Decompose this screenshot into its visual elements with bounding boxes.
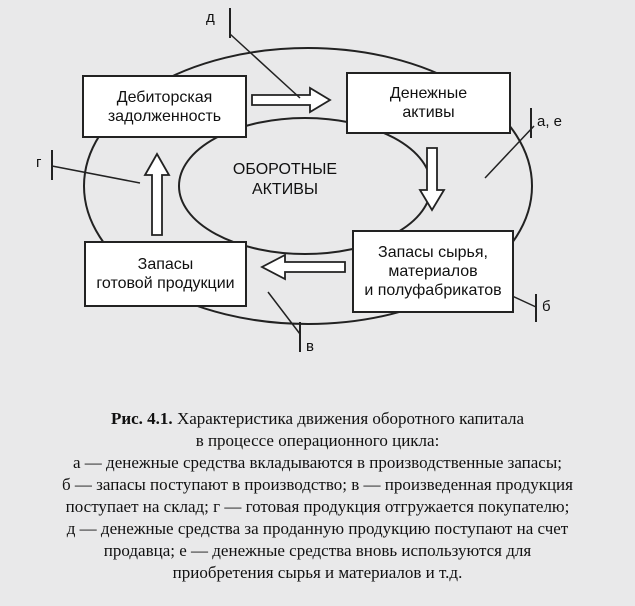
figure-number: Рис. 4.1. — [110, 409, 173, 428]
finished-goods-box: Запасы готовой продукции — [84, 241, 247, 307]
caption-title-1: Характеристика движения оборотного капит… — [176, 409, 525, 428]
caption-line: продавца; е — денежные средства вновь ис… — [103, 541, 532, 560]
figure-caption: Рис. 4.1. Характеристика движения оборот… — [0, 408, 635, 584]
raw-materials-box: Запасы сырья, материалов и полуфабрикато… — [352, 230, 514, 313]
receivables-box: Дебиторская задолженность — [82, 75, 247, 138]
marker-ae: а, е — [537, 113, 563, 130]
operating-cycle-diagram: Дебиторская задолженность Денежные актив… — [36, 8, 563, 355]
caption-line: д — денежные средства за проданную проду… — [66, 519, 569, 538]
marker-v: в — [306, 338, 314, 355]
cash-assets-box: Денежные активы — [346, 72, 511, 134]
marker-v-leader — [267, 291, 301, 335]
caption-line: а — денежные средства вкладываются в про… — [73, 453, 562, 472]
marker-ae-leader — [484, 125, 535, 179]
caption-title-2: в процессе операционного цикла: — [195, 431, 440, 450]
arrow-down — [418, 147, 446, 212]
arrow-right — [251, 86, 332, 114]
marker-b: б — [542, 298, 551, 315]
arrow-up — [143, 152, 171, 236]
outer-ellipse — [83, 47, 533, 325]
marker-g-leader — [51, 165, 141, 184]
current-assets-label: ОБОРОТНЫЕ АКТИВЫ — [232, 161, 338, 198]
caption-line: поступает на склад; г — готовая продукци… — [65, 497, 570, 516]
caption-title-line-1: Рис. 4.1. Характеристика движения оборот… — [0, 408, 635, 430]
caption-line: приобретения сырья и материалов и т.д. — [172, 563, 463, 582]
marker-g: г — [36, 154, 42, 171]
arrow-left — [260, 253, 346, 281]
diagram-lines — [51, 8, 537, 352]
marker-d: д — [206, 9, 215, 26]
marker-d-leader — [229, 33, 301, 99]
caption-line: б — запасы поступают в производство; в —… — [62, 475, 573, 494]
